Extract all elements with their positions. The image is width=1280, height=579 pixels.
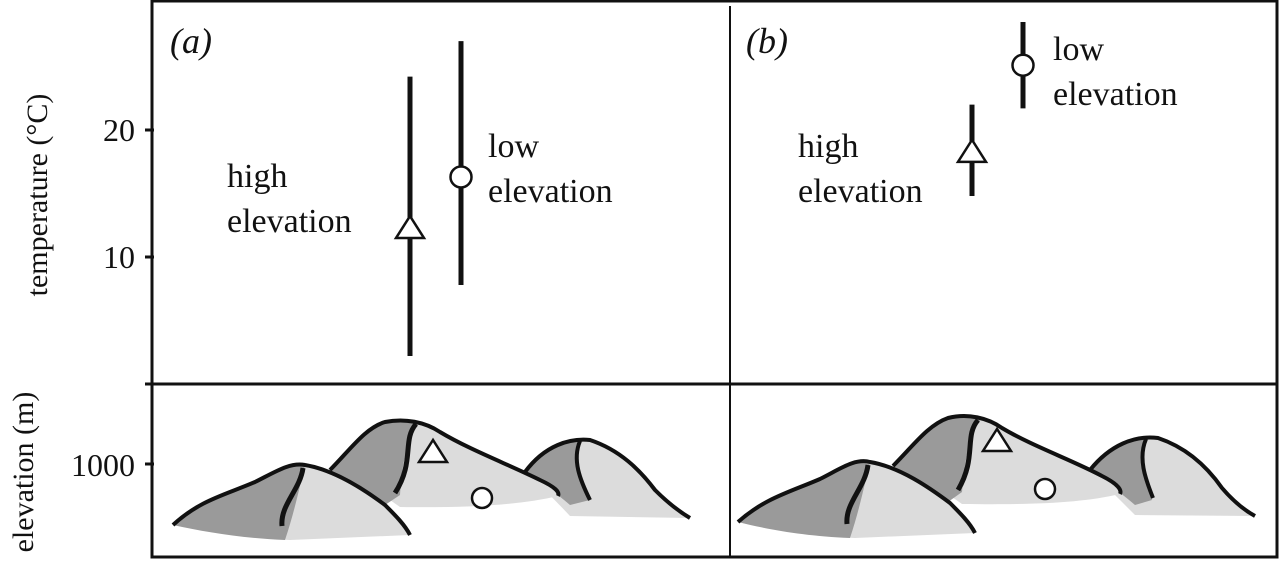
y-tick-label-20: 20 bbox=[103, 112, 135, 148]
mountain-center-shadow bbox=[330, 419, 418, 505]
panel-a-high-elevation-marker bbox=[393, 213, 427, 240]
y-axis-label-temperature: temperature (°C) bbox=[21, 94, 54, 297]
mountain-right-ridge bbox=[1088, 435, 1256, 518]
panel-label-a: (a) bbox=[170, 21, 212, 61]
panel-b-high-label-line2: elevation bbox=[798, 173, 923, 210]
mountain-left-ridge bbox=[171, 462, 412, 536]
mountain-center-ravine bbox=[955, 418, 981, 492]
panel-b-high-elevation-marker bbox=[955, 137, 989, 164]
mountain-right-shadow bbox=[1090, 438, 1152, 505]
mountain-center-ravine bbox=[392, 422, 419, 495]
panel-a-low-label-line1: low bbox=[488, 128, 539, 165]
panel-label-b: (b) bbox=[746, 21, 788, 61]
panel-a-low-site-marker bbox=[470, 486, 494, 510]
mountain-left-ravine bbox=[279, 467, 306, 527]
panel-a-low-label-line2: elevation bbox=[488, 173, 613, 210]
panel-b-low-label-line1: low bbox=[1053, 31, 1104, 68]
panel-b-low-site-marker bbox=[1033, 477, 1057, 501]
panel-a-low-elevation-marker bbox=[449, 165, 473, 189]
panel-b-low-elevation-marker bbox=[1011, 53, 1035, 77]
mountain-center-shadow bbox=[893, 415, 980, 502]
mountain-right-ravine bbox=[1140, 438, 1155, 499]
mountain-right-shadow bbox=[525, 440, 590, 505]
mountain-right-ravine bbox=[574, 440, 592, 501]
y-tick-label-10: 10 bbox=[103, 239, 135, 275]
mountain-right-ridge bbox=[523, 437, 692, 520]
panel-a-high-label-line2: elevation bbox=[227, 203, 352, 240]
panel-a-high-label-line1: high bbox=[227, 158, 287, 195]
y-axis-label-elevation: elevation (m) bbox=[7, 392, 40, 553]
panel-b-high-label-line1: high bbox=[798, 128, 858, 165]
panel-b-high-site-marker bbox=[980, 426, 1014, 453]
panel-b-low-label-line2: elevation bbox=[1053, 76, 1178, 113]
mountain-left-ridge bbox=[736, 459, 977, 534]
mountain-center-ridge bbox=[891, 414, 1123, 495]
mountain-center-ridge bbox=[328, 418, 561, 497]
mountain-left-ravine bbox=[844, 464, 871, 525]
mountain-left-shadow bbox=[738, 461, 870, 538]
panel-a-high-site-marker bbox=[416, 437, 450, 464]
figure-frame bbox=[150, 0, 1279, 559]
mountain-left-shadow bbox=[173, 464, 305, 540]
panel-b-mountains bbox=[736, 414, 1256, 538]
panel-a-mountains bbox=[171, 418, 692, 540]
elevation-tick-label: 1000 bbox=[71, 447, 135, 483]
